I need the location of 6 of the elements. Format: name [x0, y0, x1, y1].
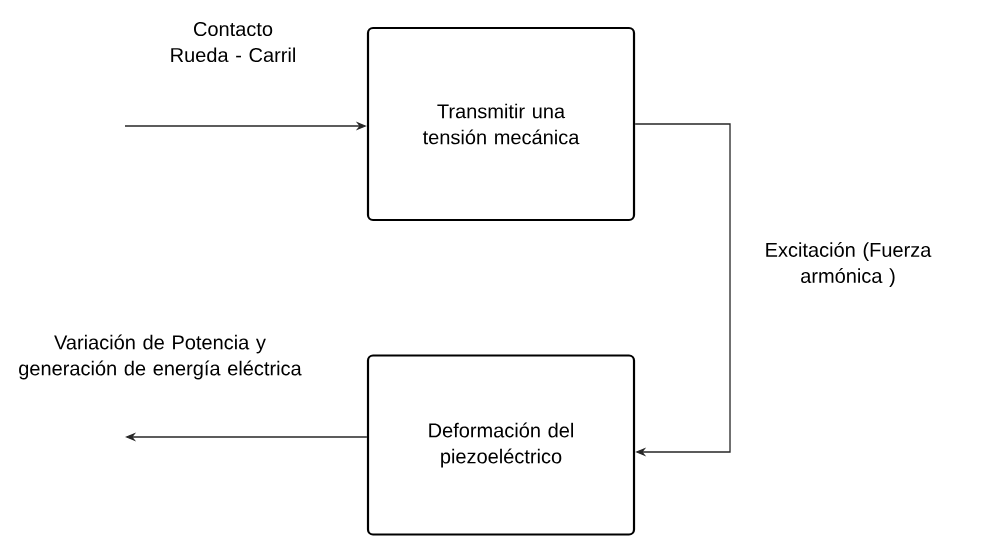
- arrow: [634, 123, 731, 457]
- edge-label: Contacto Rueda - Carril: [171, 21, 295, 63]
- edge-label: Excitación (Fuerza armónica ): [766, 242, 932, 287]
- process-box: Deformación del piezoeléctrico: [366, 354, 636, 536]
- edge-label: Variación de Potencia y generación de energía eléctrica: [19, 334, 302, 380]
- process-box: Transmitir una tensión mecánica: [366, 26, 636, 222]
